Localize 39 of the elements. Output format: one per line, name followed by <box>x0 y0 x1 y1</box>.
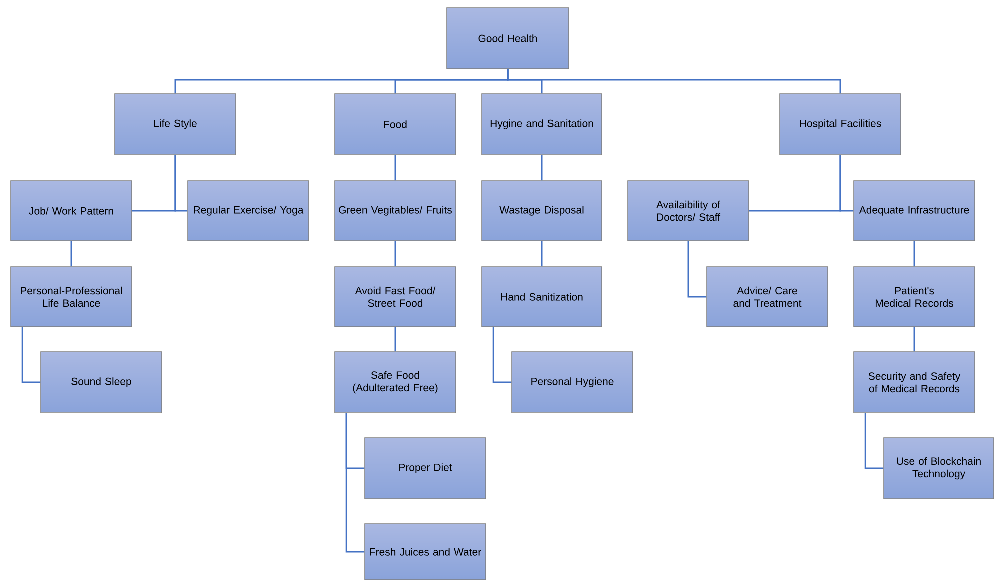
connector <box>22 327 41 384</box>
box: Hygine and Sanitation <box>482 94 602 156</box>
box: Job/ Work Pattern <box>10 180 132 242</box>
box: Green Vegitables/ Fruits <box>334 180 456 242</box>
box: Life Style <box>114 94 236 156</box>
box: Use of Blockchain Technology <box>884 438 994 500</box>
box: Regular Exercise/ Yoga <box>188 180 310 242</box>
connector <box>394 155 396 181</box>
connector <box>174 155 188 212</box>
connector <box>394 327 396 352</box>
box: Fresh Juices and Water <box>364 524 486 580</box>
box: Personal-Professional Life Balance <box>10 266 132 328</box>
connector <box>346 413 365 553</box>
box: Hospital Facilities <box>780 94 902 156</box>
box: Patient's Medical Records <box>854 266 976 328</box>
box: Food <box>334 94 456 156</box>
box: Wastage Disposal <box>482 180 602 242</box>
box: Security and Safety of Medical Records <box>854 352 976 414</box>
box: Proper Diet <box>364 438 486 500</box>
box: Safe Food (Adulterated Free) <box>334 352 456 414</box>
box: Availaibility of Doctors/ Staff <box>628 180 750 242</box>
box: Good Health <box>446 8 570 70</box>
connector <box>394 241 396 267</box>
connector <box>840 155 854 212</box>
box: Personal Hygiene <box>512 352 634 414</box>
connector <box>507 69 842 94</box>
connector <box>541 241 543 267</box>
box: Sound Sleep <box>40 352 162 414</box>
connector <box>864 413 884 470</box>
connector <box>914 241 916 267</box>
connector <box>688 241 707 298</box>
box: Hand Sanitization <box>482 266 602 328</box>
box: Advice/ Care and Treatment <box>706 266 828 328</box>
connector <box>70 241 72 267</box>
connector <box>492 327 512 384</box>
connector <box>541 155 543 181</box>
connector <box>914 327 916 352</box>
box: Avoid Fast Food/ Street Food <box>334 266 456 328</box>
box: Adequate Infrastructure <box>854 180 976 242</box>
